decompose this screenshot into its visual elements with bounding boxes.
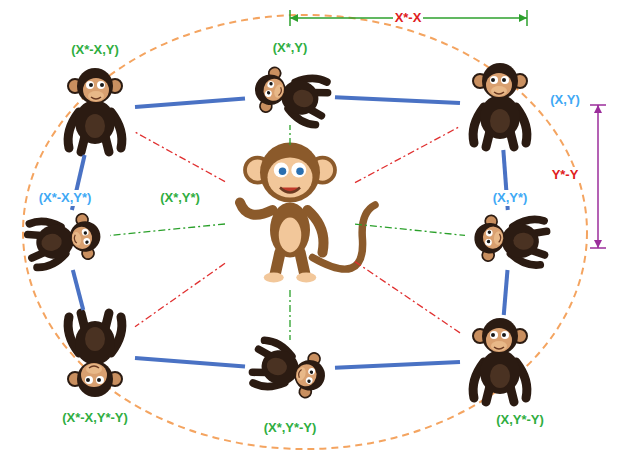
chimp-lying-part bbox=[250, 339, 331, 402]
chimp-lying-part bbox=[472, 214, 547, 266]
diagonal-line bbox=[135, 263, 225, 326]
chimp-node: (X*-X,Y*) bbox=[20, 210, 110, 270]
chimp-node: (X*,Y) bbox=[245, 65, 335, 125]
dimension-label: X*-X bbox=[393, 10, 424, 26]
coordinate-label: (X*-X,Y) bbox=[69, 42, 121, 58]
monkey-center bbox=[240, 143, 375, 283]
chimp-lying bbox=[250, 64, 331, 127]
ring-line bbox=[73, 270, 83, 310]
chimp-standing bbox=[473, 318, 527, 402]
chimp-node: (X*-X,Y) bbox=[55, 65, 135, 155]
chimp-node: (X,Y) bbox=[460, 60, 540, 150]
chimp-node: (X*-X,Y*-Y) bbox=[55, 310, 135, 400]
chimp-node: (X,Y*) bbox=[465, 210, 555, 270]
axis-line bbox=[355, 224, 465, 235]
coordinate-label: (X*,Y*-Y) bbox=[262, 420, 319, 436]
coordinate-label: (X*,Y*) bbox=[158, 190, 202, 206]
diagonal-line bbox=[355, 262, 460, 333]
chimp-standing-part bbox=[68, 68, 122, 152]
ring-line bbox=[504, 270, 508, 315]
diagonal-line bbox=[135, 132, 225, 182]
coordinate-label: (X*-X,Y*) bbox=[37, 190, 94, 206]
y-dimension-part bbox=[594, 240, 602, 248]
axis-line bbox=[289, 125, 290, 145]
chimp-standing bbox=[68, 68, 122, 152]
chimp-standing-part bbox=[473, 318, 527, 402]
x-dimension-part bbox=[290, 14, 298, 22]
chimp-lying bbox=[26, 211, 104, 269]
coordinate-label: (X*-X,Y*-Y) bbox=[60, 410, 130, 426]
axis-line bbox=[110, 224, 225, 236]
chimp-upside-down-part bbox=[68, 313, 122, 397]
x-dimension bbox=[290, 10, 527, 26]
y-dimension-part bbox=[597, 105, 599, 248]
ring-line bbox=[335, 362, 460, 368]
monkey-node: (X*,Y*) bbox=[225, 145, 355, 290]
monkey-center-part bbox=[240, 143, 375, 283]
ring-line bbox=[135, 98, 245, 106]
chimp-lying bbox=[250, 339, 331, 402]
axis-line bbox=[289, 290, 290, 340]
chimp-node: (X*,Y*-Y) bbox=[245, 340, 335, 400]
coordinate-label: (X,Y) bbox=[548, 92, 582, 108]
diagonal-line bbox=[355, 126, 460, 182]
coordinate-label: (X*,Y) bbox=[271, 40, 310, 56]
chimp-standing-part bbox=[473, 63, 527, 147]
coordinate-label: (X,Y*-Y) bbox=[494, 412, 546, 428]
chimp-standing bbox=[473, 63, 527, 147]
chimp-upside-down bbox=[68, 313, 122, 397]
ring-line bbox=[135, 358, 245, 366]
chimp-node: (X,Y*-Y) bbox=[460, 315, 540, 405]
chimp-lying-part bbox=[26, 211, 104, 269]
chimp-lying-part bbox=[250, 64, 331, 127]
chimp-lying bbox=[472, 214, 547, 266]
orbit-circle bbox=[23, 15, 587, 449]
ring-line bbox=[335, 97, 460, 103]
y-dimension bbox=[590, 105, 606, 248]
coordinate-label: (X,Y*) bbox=[491, 190, 530, 206]
dimension-label: Y*-Y bbox=[550, 167, 581, 183]
y-dimension-part bbox=[594, 105, 602, 113]
x-dimension-part bbox=[519, 14, 527, 22]
